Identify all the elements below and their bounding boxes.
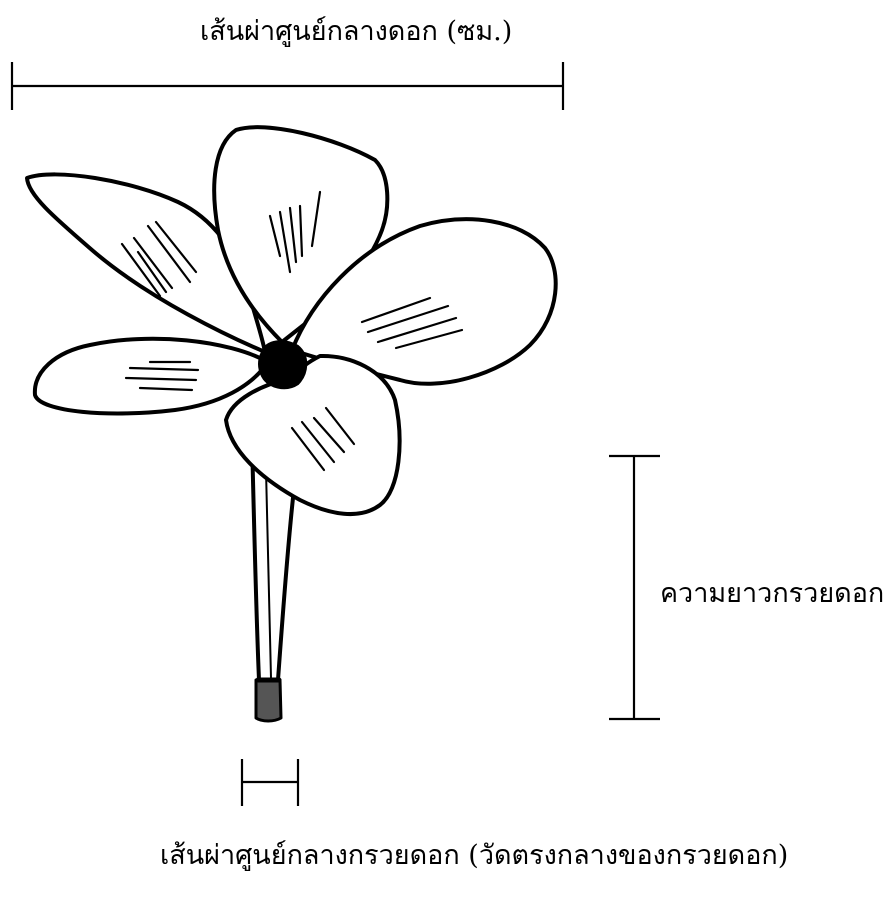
- flower-diameter-label: เส้นผ่าศูนย์กลางดอก (ซม.): [200, 18, 512, 45]
- tube-diameter-label: เส้นผ่าศูนย์กลางกรวยดอก (วัดตรงกลางของกร…: [160, 842, 788, 869]
- flower-diameter-dimension: [12, 62, 563, 110]
- tube-length-dimension: [609, 456, 660, 719]
- flower-center: [259, 341, 306, 388]
- petal-left: [35, 339, 268, 414]
- tube-diameter-dimension: [242, 759, 298, 806]
- tube-length-label: ความยาวกรวยดอก: [660, 580, 884, 607]
- flower-illustration: [27, 127, 556, 721]
